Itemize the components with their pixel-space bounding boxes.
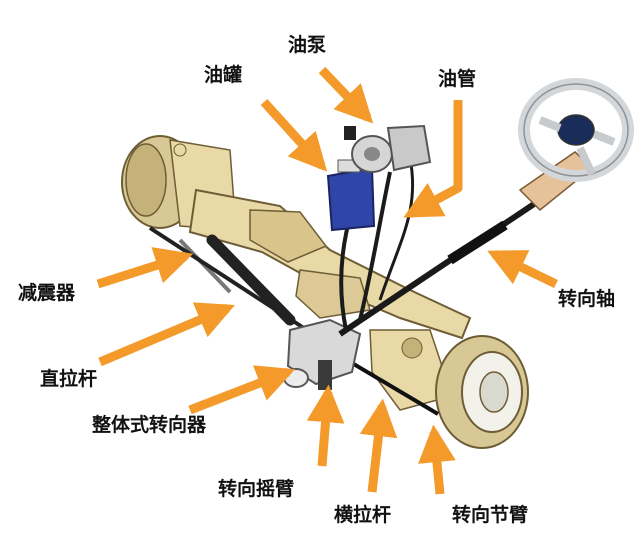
label-pitman-arm: 转向摇臂: [218, 478, 295, 500]
arrow-steering-shaft: [487, 249, 558, 289]
arrow-tie-rod: [359, 398, 398, 493]
label-steering-knuckle-arm: 转向节臂: [452, 504, 529, 526]
label-oil-pump: 油泵: [288, 34, 327, 56]
label-tie-rod: 横拉杆: [334, 504, 392, 526]
arrow-steering-gear: [188, 365, 296, 415]
callout-arrows: [96, 66, 558, 495]
label-shock-absorber: 减震器: [18, 282, 76, 304]
arrow-oil-tank: [260, 98, 328, 172]
arrow-oil-pump: [318, 66, 374, 124]
oil-pump-drawing: [344, 124, 432, 173]
arrow-knuckle-arm: [418, 424, 456, 495]
label-integral-steering-gear: 整体式转向器: [92, 414, 207, 436]
arrow-oil-pipe: [403, 100, 463, 218]
steering-column: [338, 78, 634, 337]
label-oil-pipe: 油管: [438, 68, 477, 90]
left-hub: [121, 135, 237, 231]
arrow-pitman-arm: [306, 384, 345, 467]
label-steering-shaft: 转向轴: [558, 288, 616, 310]
axle-beam: [188, 188, 472, 340]
label-oil-tank: 油罐: [204, 64, 243, 86]
right-wheel: [435, 335, 529, 449]
right-hub: [369, 329, 453, 411]
arrow-shock-absorber: [96, 247, 194, 289]
drag-link-drawing: [148, 226, 312, 334]
label-drag-link: 直拉杆: [40, 368, 98, 390]
arrow-drag-link: [98, 302, 235, 367]
